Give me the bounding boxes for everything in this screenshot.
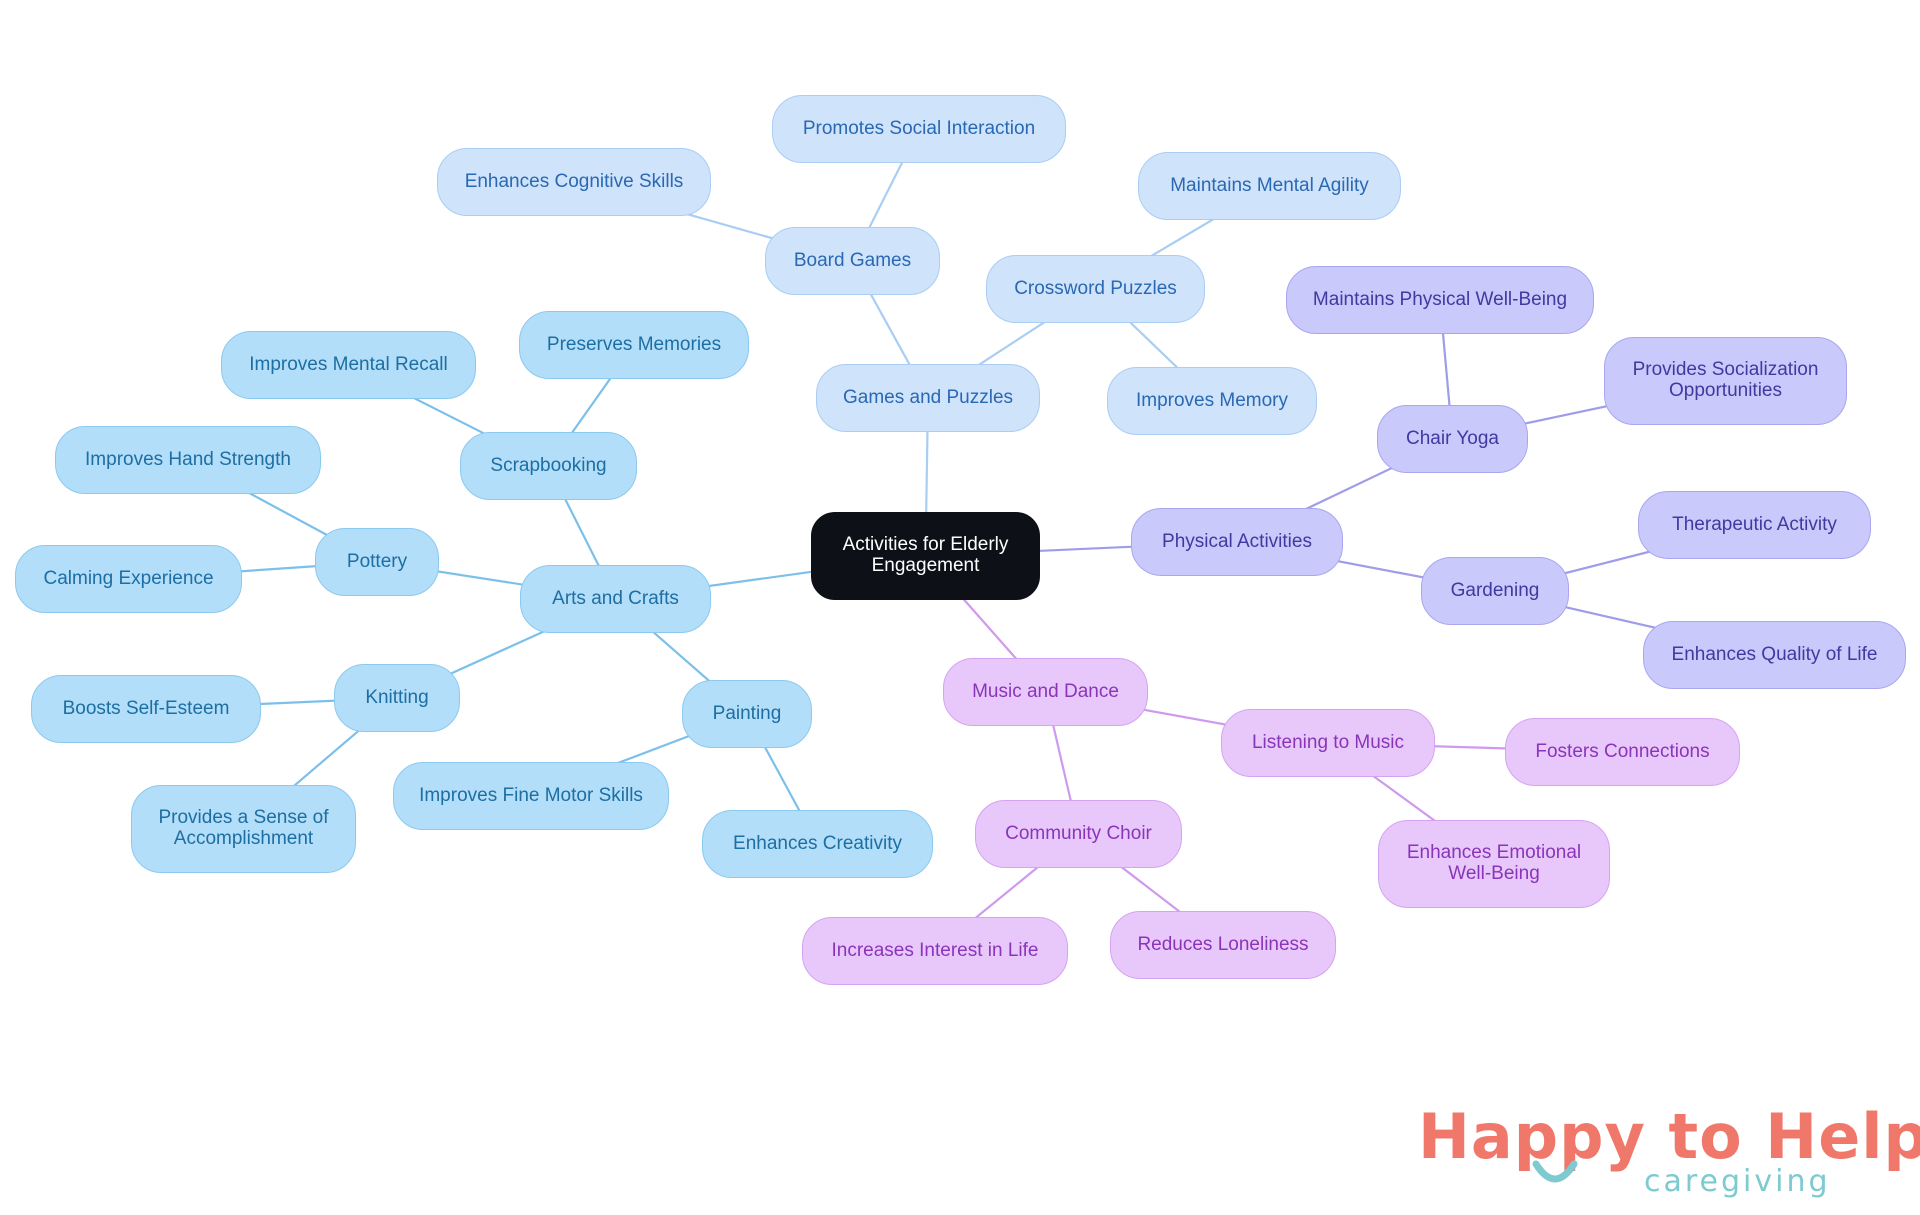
node-crossword-puzzles: Crossword Puzzles [986,255,1205,323]
node-maintains-physical-well-being: Maintains Physical Well-Being [1286,266,1594,334]
node-maintains-mental-agility: Maintains Mental Agility [1138,152,1401,220]
root-node: Activities for Elderly Engagement [811,512,1040,600]
node-fosters-connections: Fosters Connections [1505,718,1740,786]
node-knitting: Knitting [334,664,460,732]
node-therapeutic-activity: Therapeutic Activity [1638,491,1871,559]
logo-title: Happy to Help [1418,1100,1920,1173]
node-enhances-quality-of-life: Enhances Quality of Life [1643,621,1906,689]
node-improves-memory: Improves Memory [1107,367,1317,435]
node-promotes-social-interaction: Promotes Social Interaction [772,95,1066,163]
brand-logo: Happy to Help caregiving [1418,1100,1920,1205]
node-enhances-creativity: Enhances Creativity [702,810,933,878]
node-boosts-self-esteem: Boosts Self-Esteem [31,675,261,743]
node-improves-hand-strength: Improves Hand Strength [55,426,321,494]
smile-icon [1532,1160,1578,1183]
node-scrapbooking: Scrapbooking [460,432,637,500]
logo-subtitle: caregiving [1644,1164,1831,1199]
node-arts-and-crafts: Arts and Crafts [520,565,711,633]
node-provides-sense-of-accomplishment: Provides a Sense of Accomplishment [131,785,356,873]
node-gardening: Gardening [1421,557,1569,625]
node-physical-activities: Physical Activities [1131,508,1343,576]
node-reduces-loneliness: Reduces Loneliness [1110,911,1336,979]
node-games-and-puzzles: Games and Puzzles [816,364,1040,432]
node-music-and-dance: Music and Dance [943,658,1148,726]
node-chair-yoga: Chair Yoga [1377,405,1528,473]
node-calming-experience: Calming Experience [15,545,242,613]
node-improves-fine-motor-skills: Improves Fine Motor Skills [393,762,669,830]
node-enhances-emotional-well-being: Enhances Emotional Well-Being [1378,820,1610,908]
node-improves-mental-recall: Improves Mental Recall [221,331,476,399]
node-preserves-memories: Preserves Memories [519,311,749,379]
node-pottery: Pottery [315,528,439,596]
node-increases-interest-in-life: Increases Interest in Life [802,917,1068,985]
node-provides-socialization-opportunities: Provides Socialization Opportunities [1604,337,1847,425]
node-enhances-cognitive-skills: Enhances Cognitive Skills [437,148,711,216]
node-board-games: Board Games [765,227,940,295]
node-community-choir: Community Choir [975,800,1182,868]
node-listening-to-music: Listening to Music [1221,709,1435,777]
node-painting: Painting [682,680,812,748]
